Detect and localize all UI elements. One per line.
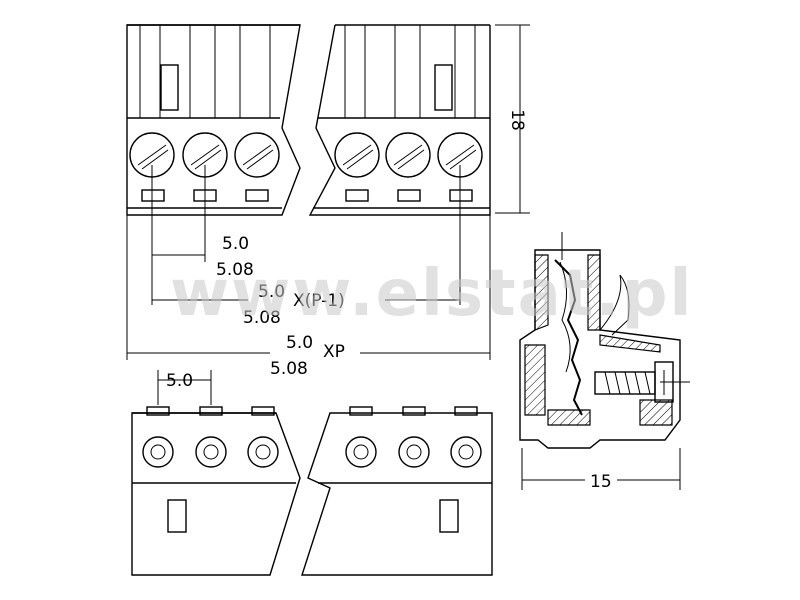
span-formula: X(P-1) [293, 291, 345, 311]
pitch-label-a: 5.0 [222, 234, 249, 254]
top-dimensions: 5.0 5.08 5.0 X(P-1) 5.08 5.0 XP 5.08 [126, 165, 491, 379]
span-label-b: 5.08 [243, 308, 281, 328]
side-width-label: 15 [590, 472, 612, 492]
dim-height-label: 18 [507, 109, 527, 131]
bottom-view: 5.0 [131, 370, 493, 576]
total-label-a: 5.0 [286, 333, 313, 353]
wire-entry-icons [142, 436, 482, 468]
total-label-b: 5.08 [270, 359, 308, 379]
watermark-text: www.elstat.pl [170, 257, 693, 331]
screw-icons [129, 132, 483, 178]
bottom-pitch-label: 5.0 [166, 371, 193, 391]
total-formula: XP [323, 342, 345, 362]
side-section-view: 15 [519, 232, 690, 492]
pitch-label-b: 5.08 [216, 260, 254, 280]
span-label-a: 5.0 [258, 282, 285, 302]
top-view: 18 [126, 24, 530, 216]
